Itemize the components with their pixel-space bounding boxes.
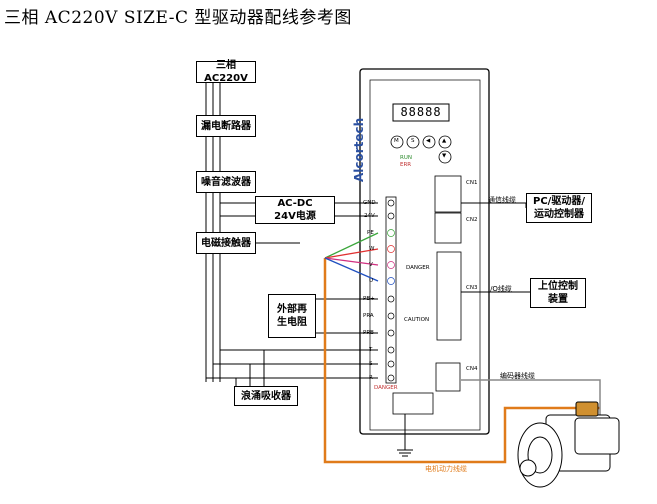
pe-wire	[324, 232, 379, 259]
u-wire	[324, 257, 379, 282]
terminal-u: U	[369, 278, 374, 284]
terminal-s: S	[369, 361, 373, 367]
terminal-r: R	[369, 375, 373, 381]
comm-cable-label: 通信线缆	[488, 196, 516, 204]
terminal-pb: PB+	[363, 296, 375, 302]
terminal-prb: PRB	[363, 330, 374, 336]
encoder-cable-label: 编码器线缆	[500, 372, 535, 380]
terminal-24v: 24V	[364, 213, 375, 219]
servo-motor	[517, 401, 620, 488]
terminal-w: W	[369, 246, 375, 252]
key-left[interactable]: ◀	[426, 138, 431, 144]
connector-cn4: CN4	[466, 366, 478, 372]
external-resistor-block: 外部再生电阻	[268, 294, 316, 338]
surge-absorber-block: 浪涌吸收器	[234, 386, 298, 406]
terminal-v: V	[369, 262, 373, 268]
terminal-gnd: GND	[363, 200, 376, 206]
motor-power-cable	[323, 258, 600, 464]
caution-label: CAUTION	[404, 317, 430, 323]
connector-cn3: CN3	[466, 285, 478, 291]
connector-cn2: CN2	[466, 217, 478, 223]
pc-controller-block: PC/驱动器/运动控制器	[526, 193, 592, 223]
key-m[interactable]: M	[394, 138, 399, 144]
led-run: RUN	[400, 155, 412, 161]
terminal-pra: PRA	[363, 313, 374, 319]
key-s[interactable]: S	[411, 138, 415, 144]
page-title: 三相 AC220V SIZE-C 型驱动器配线参考图	[4, 8, 352, 28]
leakage-breaker-block: 漏电断路器	[196, 115, 256, 137]
led-display: 88888	[400, 105, 442, 119]
key-up[interactable]: ▲	[442, 138, 447, 144]
motor-cable-label: 电机动力线缆	[425, 465, 467, 473]
terminal-pe: PE	[367, 230, 374, 236]
led-err: ERR	[400, 162, 412, 168]
key-down[interactable]: ▼	[442, 153, 447, 159]
encoder-cable	[461, 379, 601, 418]
contactor-block: 电磁接触器	[196, 232, 256, 254]
w-wire	[324, 248, 379, 259]
brand-logo: Alcortech	[352, 117, 366, 182]
v-wire	[324, 257, 379, 266]
io-cable-label: I/O线缆	[488, 285, 512, 293]
noise-filter-block: 噪音滤波器	[196, 171, 256, 193]
terminal-t: T	[369, 347, 373, 353]
danger-label: DANGER	[406, 265, 430, 271]
power-source-block: 三相AC220V	[196, 60, 256, 84]
host-controller-block: 上位控制装置	[530, 278, 586, 308]
connector-cn1: CN1	[466, 180, 478, 186]
danger-small-label: DANGER	[374, 385, 398, 391]
